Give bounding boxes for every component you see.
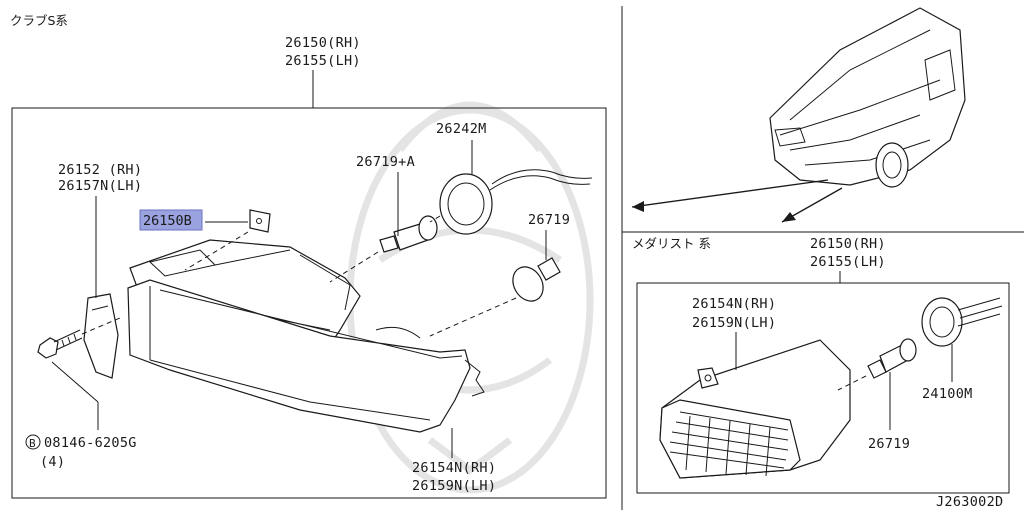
- bracket-dashed-guide: [184, 231, 249, 271]
- highlighted-part-label[interactable]: 26150B: [143, 213, 192, 229]
- socket-26242m: [439, 169, 593, 235]
- bracket-hole: [256, 218, 262, 224]
- bulb-26719: [512, 257, 561, 302]
- left-assembly-code-rh[interactable]: 26150(RH): [285, 35, 361, 51]
- bolt-dashed-guide: [81, 317, 121, 335]
- left-section-title: クラブS系: [10, 13, 68, 28]
- right-bulb-26719: [867, 338, 917, 379]
- side-marker-lh[interactable]: 26157N(LH): [58, 178, 142, 194]
- callout-arrow-left: [631, 179, 829, 208]
- right-socket-24100m: [921, 297, 1003, 347]
- bulb-26719a-label[interactable]: 26719+A: [356, 154, 415, 170]
- bulb-26719a: [379, 215, 438, 253]
- lens-code-rh[interactable]: 26154N(RH): [412, 460, 496, 476]
- callout-arrowhead-down: [782, 212, 796, 222]
- bulb-a-dashed-guide: [329, 251, 379, 283]
- callout-arrowhead-left: [632, 201, 644, 212]
- bolt-circle-letter: B: [29, 437, 36, 450]
- right-section-title: メダリスト 系: [632, 236, 711, 251]
- right-lamp-code-lh[interactable]: 26159N(LH): [692, 315, 776, 331]
- fog-lamp-housing: [127, 239, 485, 433]
- bracket-clip: [249, 209, 271, 233]
- side-marker-rh[interactable]: 26152 (RH): [58, 162, 142, 178]
- right-lamp-code-rh[interactable]: 26154N(RH): [692, 296, 776, 312]
- right-socket-label[interactable]: 24100M: [922, 386, 973, 402]
- right-assembly-code-rh[interactable]: 26150(RH): [810, 236, 886, 252]
- left-assembly-frame: [11, 107, 607, 499]
- highlighted-part-box[interactable]: [139, 209, 203, 231]
- right-bulb-label[interactable]: 26719: [868, 436, 910, 452]
- bolt-qty: (4): [40, 454, 65, 470]
- socket-label[interactable]: 26242M: [436, 121, 487, 137]
- left-assembly-code-lh[interactable]: 26155(LH): [285, 53, 361, 69]
- bulb-26719-label[interactable]: 26719: [528, 212, 570, 228]
- medalist-fog-lamp: [659, 339, 851, 479]
- side-marker-lens: [83, 293, 119, 379]
- bolt-code[interactable]: 08146-6205G: [44, 435, 137, 451]
- right-assembly-frame: [636, 282, 1010, 494]
- bolt: [37, 329, 83, 359]
- socket-dashed-guide: [429, 215, 441, 223]
- diagram-id: J263002D: [936, 494, 1003, 510]
- bolt-leader: [51, 361, 99, 403]
- right-assembly-code-lh[interactable]: 26155(LH): [810, 254, 886, 270]
- lens-code-lh[interactable]: 26159N(LH): [412, 478, 496, 494]
- car-illustration: [769, 7, 966, 188]
- bolt-circle-mark: [25, 434, 41, 450]
- bulb-dashed-guide: [429, 297, 517, 337]
